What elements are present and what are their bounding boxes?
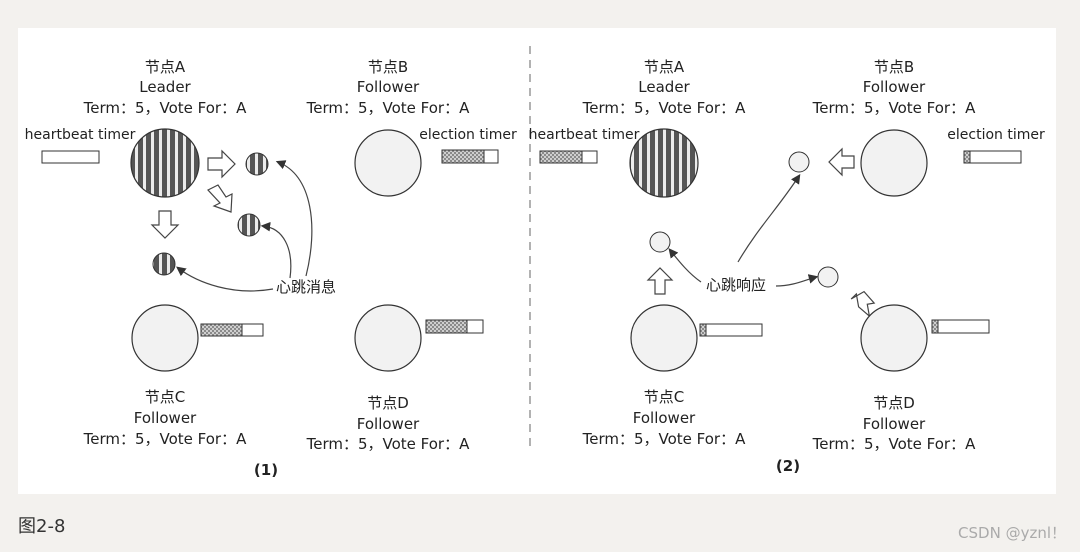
right-follower-node-c (630, 304, 698, 372)
right-curve-to-b (737, 173, 801, 263)
right-heartbeat-response-label: 心跳响应 (706, 276, 766, 294)
left-curve-to-b (275, 160, 313, 277)
right-node-b-term: Term：5，Vote For：A (812, 99, 976, 117)
right-heartbeat-timer-fill (539, 150, 583, 164)
left-heartbeat-message-d (237, 213, 261, 237)
right-election-timer-b-fill (963, 150, 971, 164)
left-arrow-right (207, 149, 236, 179)
right-node-c-term: Term：5，Vote For：A (582, 430, 746, 448)
right-arrow-up (646, 267, 674, 295)
left-node-c-role: Follower (134, 409, 197, 427)
right-curve-to-d (775, 274, 819, 287)
right-leader-node-a (629, 128, 699, 198)
right-election-timer-c (699, 323, 763, 337)
right-arrow-left (828, 147, 855, 177)
right-election-timer-b (963, 150, 1022, 164)
right-node-b-role: Follower (863, 78, 926, 96)
figure-caption: 图2-8 (18, 516, 66, 537)
raft-heartbeat-diagram: 节点A Leader Term：5，Vote For：A 节点B Followe… (25, 46, 1045, 479)
right-election-timer-d-fill (931, 319, 939, 334)
left-node-c-name: 节点C (145, 388, 185, 406)
left-heartbeat-message-b (245, 152, 269, 176)
right-node-a-role: Leader (638, 78, 690, 96)
left-node-b-term: Term：5，Vote For：A (306, 99, 470, 117)
left-node-d-role: Follower (357, 415, 420, 433)
right-election-timer-d (931, 319, 990, 334)
figure-panel: 节点A Leader Term：5，Vote For：A 节点B Followe… (18, 28, 1056, 494)
left-curve-to-d (260, 221, 292, 279)
right-heartbeat-timer-label: heartbeat timer (529, 127, 640, 143)
panel-label-1: (1) (254, 461, 278, 479)
left-node-b-role: Follower (357, 78, 420, 96)
left-node-a-name: 节点A (145, 58, 186, 76)
right-node-d-name: 节点D (873, 394, 915, 412)
right-follower-node-b (860, 129, 928, 197)
right-election-timer-c-fill (699, 323, 707, 337)
left-election-timer-d-fill (425, 319, 468, 334)
left-node-a-role: Leader (139, 78, 191, 96)
right-node-d-role: Follower (863, 415, 926, 433)
right-node-a-term: Term：5，Vote For：A (582, 99, 746, 117)
right-curve-to-c (668, 248, 702, 283)
left-node-c-term: Term：5，Vote For：A (83, 430, 247, 448)
left-election-timer-c-fill (200, 323, 243, 337)
left-leader-node-a (130, 128, 200, 198)
right-follower-node-d (860, 304, 928, 372)
panel-label-2: (2) (776, 457, 800, 475)
right-arrow-diagonal (850, 290, 876, 318)
left-follower-node-c (131, 304, 199, 372)
left-follower-node-d (354, 304, 422, 372)
right-response-message-b (788, 151, 810, 173)
right-election-timer-label: election timer (947, 127, 1045, 143)
right-node-d-term: Term：5，Vote For：A (812, 435, 976, 453)
left-node-d-term: Term：5，Vote For：A (306, 435, 470, 453)
left-heartbeat-message-c (152, 252, 176, 276)
left-arrow-diagonal (207, 184, 233, 213)
right-response-message-d (817, 266, 839, 288)
right-node-b-name: 节点B (874, 58, 914, 76)
left-arrow-down (150, 210, 180, 239)
right-node-c-role: Follower (633, 409, 696, 427)
right-node-a-name: 节点A (644, 58, 685, 76)
left-heartbeat-timer-label: heartbeat timer (25, 127, 136, 143)
right-response-message-c (649, 231, 671, 253)
left-curve-to-c (176, 266, 274, 292)
left-election-timer-b-fill (441, 149, 485, 164)
left-node-d-name: 节点D (367, 394, 409, 412)
left-follower-node-b (354, 129, 422, 197)
right-node-c-name: 节点C (644, 388, 684, 406)
watermark: CSDN @yznl！ (958, 524, 1066, 542)
left-heartbeat-timer-bar (41, 150, 100, 164)
left-node-b-name: 节点B (368, 58, 408, 76)
left-heartbeat-message-label: 心跳消息 (276, 278, 336, 296)
left-node-a-term: Term：5，Vote For：A (83, 99, 247, 117)
left-election-timer-label: election timer (419, 127, 517, 143)
